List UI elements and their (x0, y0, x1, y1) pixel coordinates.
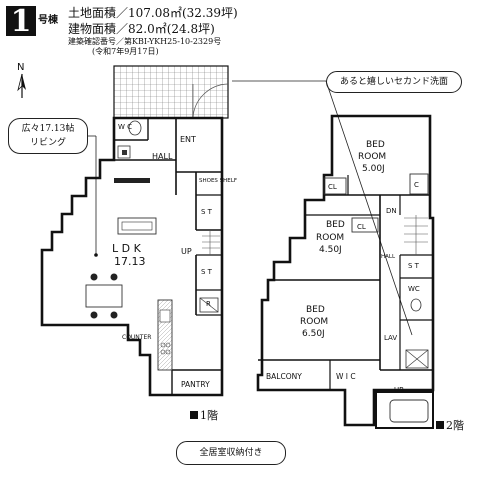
floor2-label: 2階 (436, 417, 464, 433)
floor2-label-text: 2階 (446, 419, 464, 432)
living-callout: 広々17.13帖 リビング (8, 118, 88, 154)
confirm-date: (令和7年9月17日) (92, 47, 159, 56)
f1-pantry-label: PANTRY (181, 380, 210, 389)
f2-bed1-line1: BED (366, 140, 385, 150)
second-washroom-callout: あると嬉しいセカンド洗面 (326, 71, 462, 93)
f1-up-label: UP (181, 247, 192, 256)
f1-st1-label: S T (201, 208, 213, 216)
f1-shoes-shelf-label: SHOES SHELF (199, 178, 237, 184)
f2-bed2-line2: ROOM (316, 233, 344, 243)
f2-ub-label: UB (394, 386, 404, 394)
f2-wic-label: W I C (336, 372, 356, 381)
building-area: 建物面積／82.0㎡(24.8坪) (68, 22, 215, 36)
unit-badge: 1 号棟 (6, 6, 62, 38)
f2-dn-label: DN (386, 207, 397, 215)
f1-counter-label: COUNTER (122, 334, 151, 341)
living-callout-line2: リビング (29, 138, 66, 148)
f2-balcony-label: BALCONY (266, 372, 302, 381)
f2-wc-label: WC (408, 285, 420, 293)
f2-bed1-line2: ROOM (358, 152, 386, 162)
storage-callout: 全居室収納付き (176, 441, 286, 465)
f1-wc-label: W C (118, 123, 132, 131)
f1-hall-label: HALL (152, 152, 173, 161)
f2-bed3-line1: BED (306, 305, 325, 315)
north-compass-icon: N (17, 62, 26, 98)
f1-ldk-size: 17.13 (114, 255, 146, 268)
f2-cl1-label: CL (328, 183, 337, 191)
f2-cl2-label: C (414, 181, 419, 189)
f2-st-label: S T (408, 262, 420, 270)
f2-bed2-line1: BED (326, 220, 345, 230)
f2-bed1-size: 5.00J (362, 164, 385, 174)
f1-ent-label: ENT (180, 135, 196, 144)
f2-hall-label: HALL (381, 254, 396, 260)
unit-number: 1 (6, 6, 36, 38)
confirm-number: 建築確認番号／第KBI-YKH25-10-2329号 (68, 37, 222, 46)
living-callout-line1: 広々17.13帖 (21, 124, 75, 134)
compass-label: N (17, 62, 24, 73)
f2-bed2-size: 4.50J (319, 245, 342, 255)
f1-r-label: R (206, 300, 211, 308)
f2-cl3-label: CL (357, 223, 366, 231)
floor1-label-text: 1階 (200, 409, 218, 422)
f2-bed3-size: 6.50J (302, 329, 325, 339)
land-area: 土地面積／107.08㎡(32.39坪) (68, 6, 238, 20)
f1-st2-label: S T (201, 268, 213, 276)
f2-lav-label: LAV (384, 334, 397, 342)
floor1-label: 1階 (190, 407, 218, 423)
f1-ldk-label: L D K (112, 242, 142, 255)
f2-bed3-line2: ROOM (300, 317, 328, 327)
unit-suffix: 号棟 (38, 15, 58, 26)
